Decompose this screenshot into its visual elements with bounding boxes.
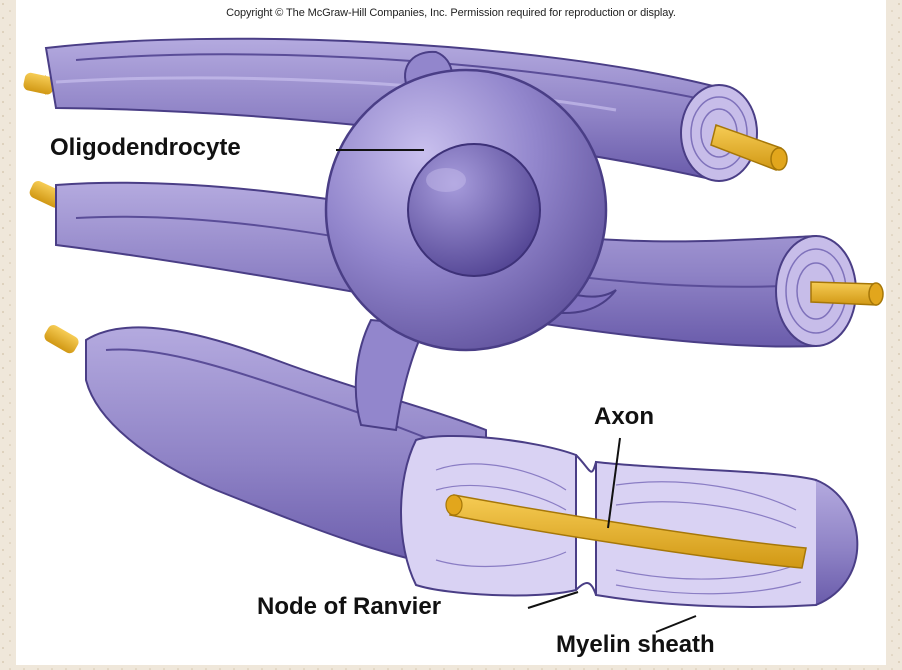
diagram-panel: Copyright © The McGraw-Hill Companies, I… [16,0,886,665]
copyright-notice: Copyright © The McGraw-Hill Companies, I… [16,7,886,19]
axon-label: Axon [594,405,654,429]
oligodendrocyte-illustration [16,0,886,665]
lower-myelin-segment [42,323,857,607]
oligodendrocyte-cell-body [326,70,606,350]
node-of-ranvier-label: Node of Ranvier [257,595,441,619]
myelin-sheath-label: Myelin sheath [556,633,715,657]
myelin-leader-line [656,616,696,632]
oligodendrocyte-label: Oligodendrocyte [50,136,241,160]
